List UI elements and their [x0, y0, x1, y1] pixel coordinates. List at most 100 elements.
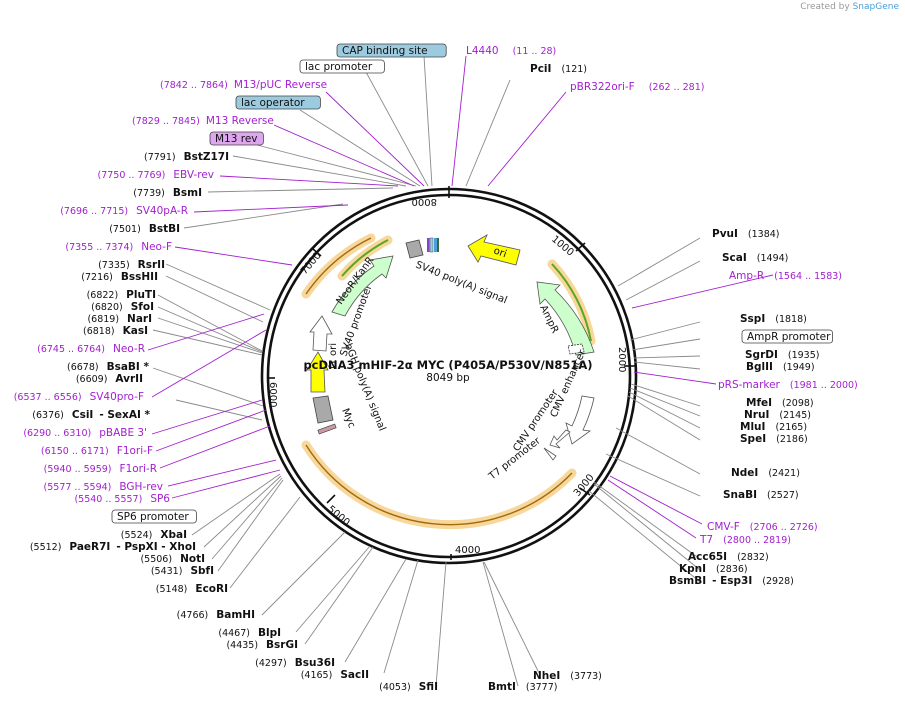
- tick-marks: [269, 186, 636, 560]
- lac-feature-cluster: [427, 237, 439, 253]
- site-label-kasi: KasI: [123, 325, 148, 337]
- position-sbfi: (5431): [151, 566, 183, 577]
- site-label-nrui: NruI: [744, 409, 769, 421]
- position-mlui: (2165): [775, 422, 807, 433]
- feature-label-sp6-promoter: SP6 promoter: [117, 511, 189, 523]
- left-label-group: BstZ17I(7791)EBV-rev(7750 .. 7769)BsmI(7…: [14, 151, 438, 693]
- position-avrii: (6609): [76, 374, 108, 385]
- primer-label-bgh-rev: BGH-rev: [119, 481, 163, 493]
- plasmid-size: 8049 bp: [426, 372, 470, 384]
- orf-line-neor: [341, 239, 389, 277]
- myc-label: Myc: [339, 407, 357, 430]
- site-label-sbfi: SbfI: [190, 565, 214, 577]
- site-label-pcii: PciI: [530, 63, 551, 75]
- position-xbai: (5524): [121, 530, 153, 541]
- cmv-enhancer-arrow: [565, 395, 595, 445]
- t7-promoter-arrow: [543, 447, 557, 461]
- position-nari: (6819): [87, 314, 119, 325]
- site-label-mlui: MluI: [740, 421, 765, 433]
- position-bglii: (1949): [783, 362, 815, 373]
- site-label-bstz17i: BstZ17I: [184, 151, 229, 163]
- site-label-sacii: SacII: [340, 669, 369, 681]
- site-label-bsmi: BsmI: [173, 187, 202, 199]
- primer-label-ebv-rev: EBV-rev: [173, 169, 214, 181]
- feature-box-cap-binding-site: [336, 43, 447, 58]
- site-label-mfei: MfeI: [746, 397, 772, 409]
- primer-label-m13-reverse: M13 Reverse: [206, 115, 274, 127]
- orf-line-ampr: [551, 263, 592, 342]
- position-ecori: (5148): [156, 584, 188, 595]
- position-blpi: (4467): [218, 628, 250, 639]
- position-ebv-rev: (7750 .. 7769): [98, 170, 166, 181]
- primer-label-neo-r: Neo-R: [113, 343, 145, 355]
- snapgene-logo: SnapGene: [852, 2, 899, 12]
- position-acc65i: (2832): [737, 552, 769, 563]
- feature-label-cap-binding-site: CAP binding site: [342, 45, 428, 57]
- position-pbabe-3: (6290 .. 6310): [23, 428, 91, 439]
- f1-ori-arrow: [306, 351, 329, 393]
- leader-lines: [152, 55, 701, 687]
- neor-kanr-arrow: [331, 255, 394, 317]
- site-label-blpi: BlpI: [258, 627, 281, 639]
- ori-arrow: [467, 234, 521, 266]
- position-sgrdi: (1935): [788, 350, 820, 361]
- position-nhei: (3773): [570, 671, 602, 682]
- primer-label-prs-marker: pRS-marker: [718, 379, 781, 391]
- site-label-bsu36i: Bsu36I: [295, 657, 335, 669]
- position-bmti: (3777): [526, 682, 558, 693]
- primer-leader-lines: [147, 55, 774, 539]
- plasmid-name: pcDNA3 mHIF-2α MYC (P405A/P530V/N851A): [303, 358, 592, 372]
- bgh-polya-box: [312, 395, 334, 424]
- position-nrui: (2145): [779, 410, 811, 421]
- feature-label-m13-rev: M13 rev: [215, 133, 258, 145]
- feature-box-lac-operator: [235, 95, 321, 110]
- site-label-sfii: SfiI: [419, 681, 438, 693]
- position-m13-reverse: (7829 .. 7845): [132, 116, 200, 127]
- position-kpni: (2836): [716, 564, 748, 575]
- position-rsrii: (7335): [98, 260, 130, 271]
- primer-label-neo-f: Neo-F: [141, 241, 172, 253]
- site-label-avrii: AvrII: [115, 373, 143, 385]
- site-label-csii: CsiI: [72, 409, 93, 421]
- feature-label-lac-operator: lac operator: [241, 97, 305, 109]
- site-label-nhei: NheI: [533, 670, 560, 682]
- site-label-rsrii: RsrII: [138, 259, 165, 271]
- position-sp6: (5540 .. 5557): [74, 494, 142, 505]
- position-bsu36i: (4297): [255, 658, 287, 669]
- site-label-bsshii: BssHII: [121, 271, 158, 283]
- position-scai: (1494): [757, 253, 789, 264]
- site-label-nari: NarI: [127, 313, 152, 325]
- site-label-noti: NotI: [180, 553, 205, 565]
- position-bsmi: (7739): [133, 188, 165, 199]
- site-label-scai: ScaI: [722, 252, 747, 264]
- position-pcii: (121): [561, 64, 587, 75]
- site-label-paer7i: PaeR7I: [69, 541, 110, 553]
- right-label-group: PvuI(1384)ScaI(1494)Amp-R(1564 .. 1583)S…: [488, 228, 858, 693]
- position-bamhi: (4766): [177, 610, 209, 621]
- position-prs-marker: (1981 .. 2000): [790, 380, 858, 391]
- site-label-bsmbi: BsmBI: [669, 575, 706, 587]
- primer-label-sv40pa-r: SV40pA-R: [136, 205, 188, 217]
- tick-label-5000: 5000: [325, 504, 352, 529]
- primer-label-l4440: L4440: [466, 45, 499, 57]
- primer-label-f1ori-r: F1ori-R: [120, 463, 157, 475]
- position-f1ori-r: (5940 .. 5959): [44, 464, 112, 475]
- site-label-kpni: KpnI: [679, 563, 706, 575]
- position-bstbi: (7501): [109, 224, 141, 235]
- position-neo-f: (7355 .. 7374): [65, 242, 133, 253]
- site-label-bglii: BglII: [746, 361, 773, 373]
- site-label-bsrgi: BsrGI: [266, 639, 298, 651]
- site-label-sfoi: SfoI: [131, 301, 154, 313]
- site-label-ecori: EcoRI: [195, 583, 228, 595]
- position-pvui: (1384): [748, 229, 780, 240]
- ampr-arrow: [536, 281, 595, 356]
- position-amp-r: (1564 .. 1583): [774, 271, 842, 282]
- position-sspi: (1818): [775, 314, 807, 325]
- feature-box-sp6-promoter: [111, 509, 197, 524]
- position-bgh-rev: (5577 .. 5594): [44, 482, 112, 493]
- site-label-pluti: PluTI: [126, 289, 156, 301]
- snapgene-credit: Created by SnapGene: [800, 2, 899, 12]
- position-sfoi: (6820): [91, 302, 123, 313]
- orf-line-neor-outer: [305, 237, 372, 295]
